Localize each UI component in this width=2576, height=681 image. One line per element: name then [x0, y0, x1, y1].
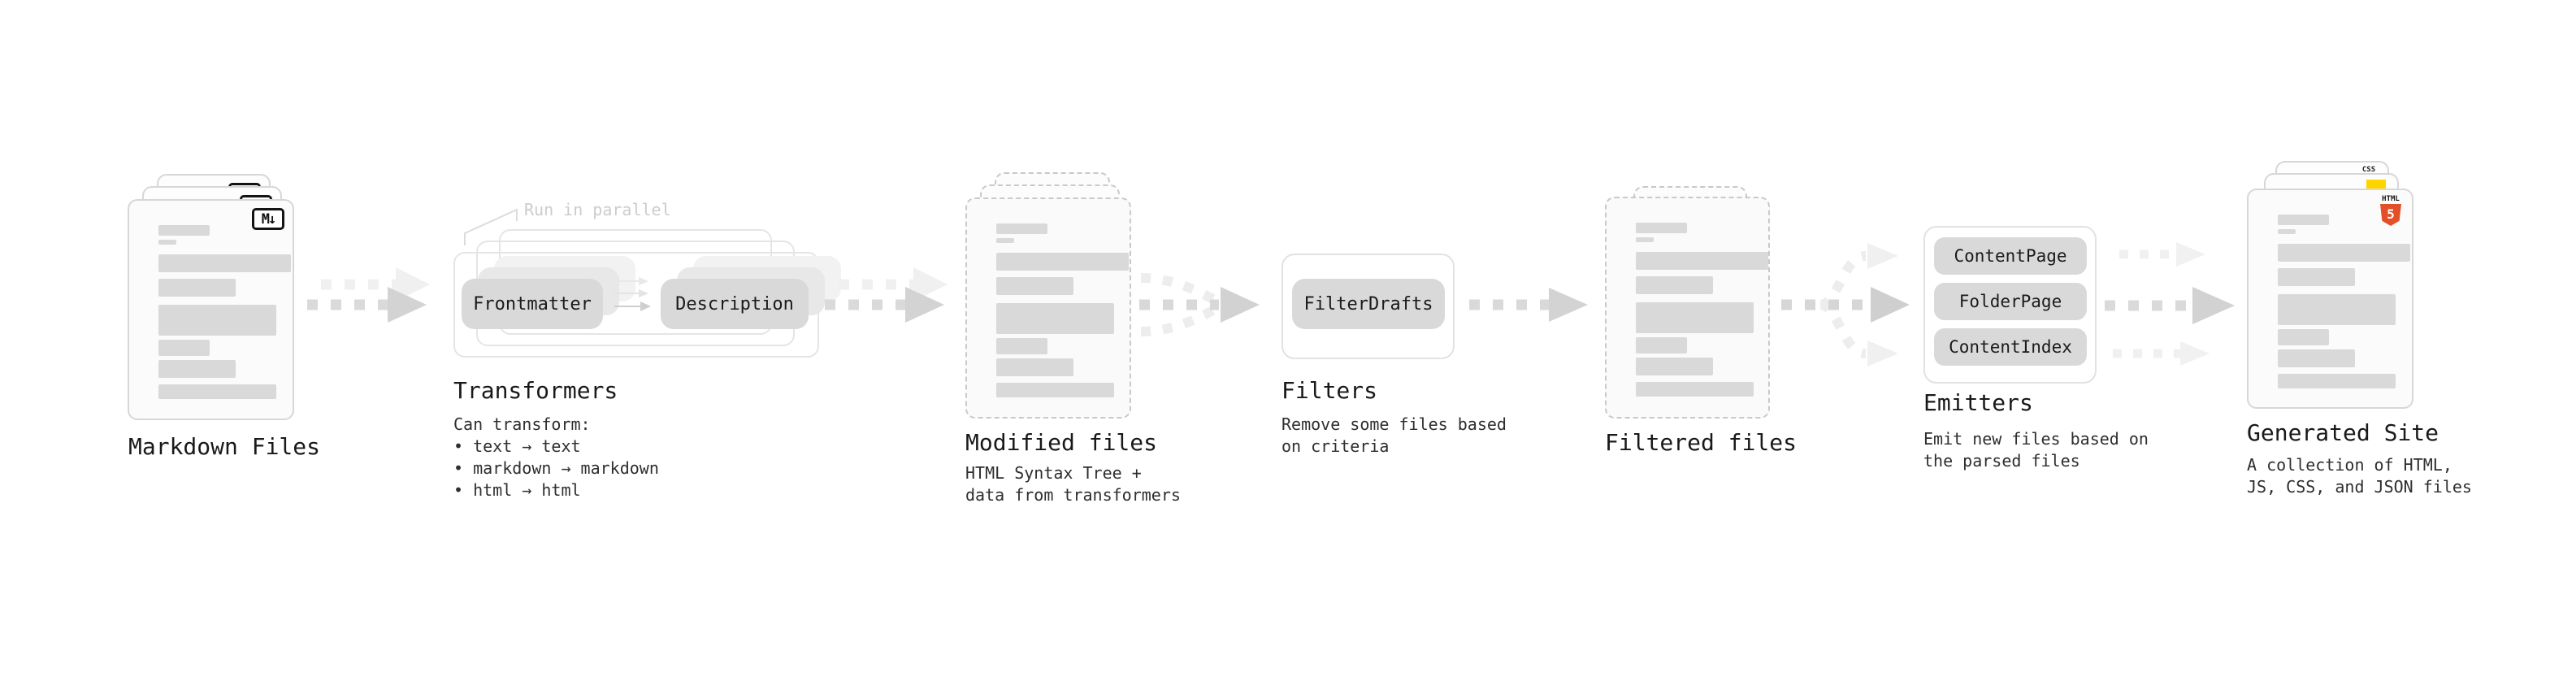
skeleton-bar: [1636, 302, 1754, 333]
transformers-description: Can transform: • text → text • markdown …: [453, 414, 659, 501]
modified-files-label: Modified files: [965, 429, 1158, 456]
emitters-sub-line: Emit new files based on: [1923, 429, 2149, 449]
skeleton-bar: [996, 383, 1114, 397]
transformer-node-description: Description: [661, 279, 809, 329]
arrow-filtered-to-emitters: [1781, 243, 1910, 367]
skeleton-bar: [158, 279, 236, 297]
document-skeleton: [1636, 223, 1768, 397]
markdown-files-label: Markdown Files: [128, 433, 321, 460]
skeleton-bar: [158, 384, 276, 399]
skeleton-bar: [2278, 215, 2329, 225]
skeleton-bar: [996, 358, 1073, 376]
skeleton-bar: [158, 340, 210, 356]
modified-sub-line: HTML Syntax Tree +: [965, 463, 1142, 483]
transformers-bullet: • html → html: [453, 480, 581, 500]
arrow-transformers-to-modified: [825, 267, 948, 323]
skeleton-bar: [996, 223, 1047, 234]
arrow-emitters-to-site-top: [2119, 242, 2205, 267]
document-skeleton: [2278, 215, 2410, 388]
arrow-emitters-to-site-bottom: [2113, 341, 2210, 366]
skeleton-bar: [996, 338, 1047, 354]
modified-sub-line: data from transformers: [965, 485, 1181, 505]
skeleton-bar: [1636, 252, 1768, 270]
skeleton-bar: [2278, 329, 2329, 345]
skeleton-bar: [1636, 358, 1713, 375]
emitters-description: Emit new files based on the parsed files: [1923, 428, 2149, 472]
generated-site-label: Generated Site: [2247, 419, 2439, 446]
skeleton-bar: [996, 303, 1114, 334]
modified-file-card-front: [965, 197, 1131, 419]
transformers-bullet-list: • text → text • markdown → markdown • ht…: [453, 436, 659, 501]
skeleton-bar: [158, 240, 176, 245]
skeleton-bar: [1636, 223, 1687, 233]
skeleton-bar: [158, 225, 210, 236]
html5-icon: HTML 5: [2379, 195, 2402, 226]
emitters-sub-line: the parsed files: [1923, 451, 2080, 471]
skeleton-bar: [2278, 229, 2296, 234]
arrow-modified-to-filters: [1139, 273, 1260, 336]
run-in-parallel-label: Run in parallel: [524, 200, 671, 219]
filtered-files-label: Filtered files: [1605, 429, 1798, 456]
generated-site-description: A collection of HTML, JS, CSS, and JSON …: [2247, 454, 2472, 498]
skeleton-bar: [2278, 349, 2355, 367]
filter-node-filterdrafts: FilterDrafts: [1292, 279, 1445, 329]
skeleton-bar: [1636, 382, 1754, 397]
filters-title: Filters: [1281, 377, 1378, 404]
skeleton-bar: [996, 253, 1129, 271]
js-file-icon: [2366, 180, 2386, 189]
skeleton-bar: [996, 238, 1014, 243]
filters-sub-line: Remove some files based: [1281, 414, 1507, 434]
skeleton-bar: [158, 305, 276, 336]
filters-description: Remove some files based on criteria: [1281, 414, 1507, 458]
emitters-title: Emitters: [1923, 389, 2033, 416]
skeleton-bar: [2278, 294, 2396, 325]
transformers-bullet: • text → text: [453, 436, 581, 456]
run-in-parallel-connector: [464, 208, 518, 245]
skeleton-bar: [158, 254, 291, 272]
transformer-node-frontmatter: Frontmatter: [462, 279, 603, 329]
document-skeleton: [996, 223, 1129, 397]
filtered-file-card-front: [1605, 197, 1770, 419]
emitter-node-folderpage: FolderPage: [1934, 283, 2087, 320]
generated-sub-line: JS, CSS, and JSON files: [2247, 477, 2472, 497]
filters-sub-line: on criteria: [1281, 436, 1390, 456]
emitter-node-contentindex: ContentIndex: [1934, 328, 2087, 366]
markdown-icon: M↓: [252, 208, 284, 230]
arrow-filters-to-filtered: [1469, 288, 1588, 322]
transformers-bullet: • markdown → markdown: [453, 458, 659, 478]
skeleton-bar: [1636, 337, 1687, 354]
transformers-intro: Can transform:: [453, 414, 591, 434]
arrow-markdown-to-transformers: [307, 267, 430, 323]
transformer-inner-arrows: [614, 277, 651, 311]
markdown-file-card-front: M↓: [128, 199, 294, 420]
skeleton-bar: [1636, 276, 1713, 294]
generated-sub-line: A collection of HTML,: [2247, 455, 2452, 475]
skeleton-bar: [2278, 268, 2355, 286]
modified-files-description: HTML Syntax Tree + data from transformer…: [965, 462, 1181, 506]
skeleton-bar: [2278, 374, 2396, 388]
emitter-node-contentpage: ContentPage: [1934, 237, 2087, 275]
document-skeleton: [158, 225, 291, 399]
arrow-emitters-to-site-middle: [2105, 287, 2235, 324]
transformers-title: Transformers: [453, 377, 618, 404]
skeleton-bar: [996, 277, 1073, 295]
site-file-card-html: HTML 5: [2247, 189, 2413, 409]
skeleton-bar: [1636, 237, 1654, 242]
skeleton-bar: [158, 360, 236, 378]
skeleton-bar: [2278, 244, 2410, 262]
